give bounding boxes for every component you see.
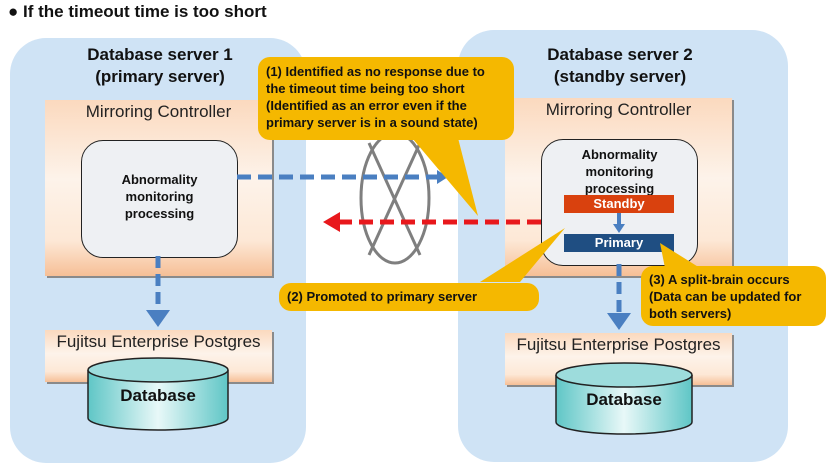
controller-label: Mirroring Controller	[85, 102, 232, 121]
server-1-postgres: Fujitsu Enterprise Postgres	[45, 330, 272, 382]
server-2-title: Database server 2 (standby server)	[547, 45, 693, 86]
product-label: Fujitsu Enterprise Postgres	[56, 332, 261, 351]
server-2-database-label: Database	[586, 390, 662, 409]
network-icon	[359, 131, 431, 265]
bullet-icon: ●	[8, 2, 23, 21]
diagram-title: ● If the timeout time is too short	[8, 2, 267, 21]
callout-split-brain: (3) A split-brain occurs (Data can be up…	[641, 266, 826, 326]
callout-promoted: (2) Promoted to primary server	[279, 283, 539, 311]
callout-no-response: (1) Identified as no response due to the…	[258, 57, 514, 140]
standby-state: Standby	[564, 195, 674, 213]
controller-label: Mirroring Controller	[545, 100, 692, 119]
server-1-abnormality-monitoring: Abnormality monitoring processing	[81, 140, 238, 258]
primary-state: Primary	[564, 234, 674, 252]
server-2-postgres: Fujitsu Enterprise Postgres	[505, 333, 732, 385]
product-label: Fujitsu Enterprise Postgres	[516, 335, 721, 354]
server-1-database-label: Database	[120, 386, 196, 405]
server-1-title: Database server 1 (primary server)	[87, 45, 233, 86]
